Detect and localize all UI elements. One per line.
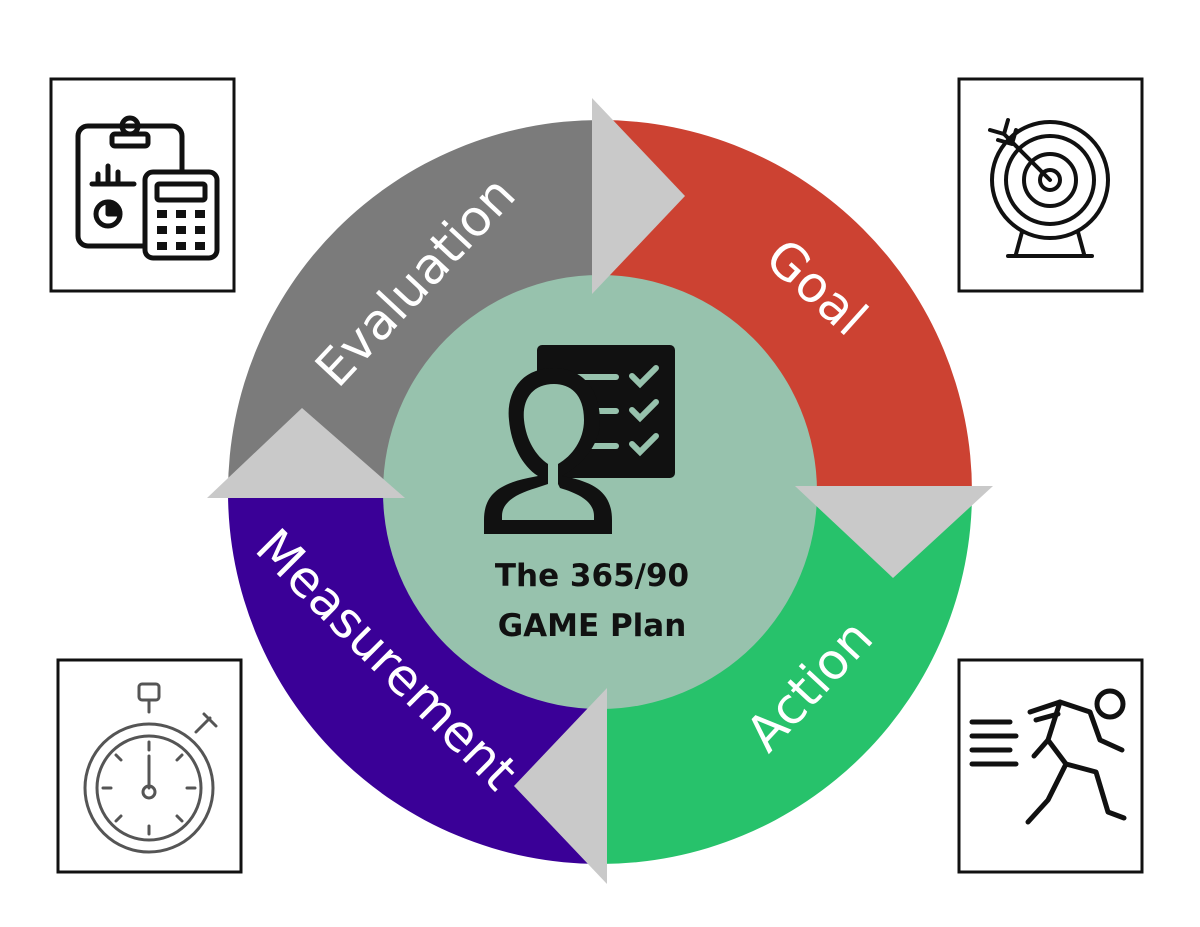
checklist-person-icon	[484, 345, 675, 534]
measurement-segment	[228, 492, 600, 864]
calculator-keys	[157, 210, 205, 250]
center-title-line-1: The 365/90	[495, 558, 689, 594]
target-arrow-icon	[988, 118, 1110, 258]
goal-icon-box	[957, 77, 1144, 293]
arrow-goal-to-action	[795, 486, 993, 578]
measurement-icon-box	[56, 658, 243, 874]
arrow-evaluation-to-goal	[592, 98, 685, 294]
arrow-action-to-measurement	[514, 688, 607, 884]
evaluation-icon-box	[49, 77, 236, 293]
action-segment	[600, 492, 972, 864]
action-icon-box	[957, 658, 1144, 874]
evaluation-segment	[228, 120, 600, 492]
running-person-icon	[969, 688, 1127, 825]
center-title-line-2: GAME Plan	[498, 608, 687, 644]
arrow-measurement-to-evaluation	[207, 408, 405, 498]
goal-segment	[600, 120, 972, 492]
stopwatch-icon	[83, 682, 218, 854]
